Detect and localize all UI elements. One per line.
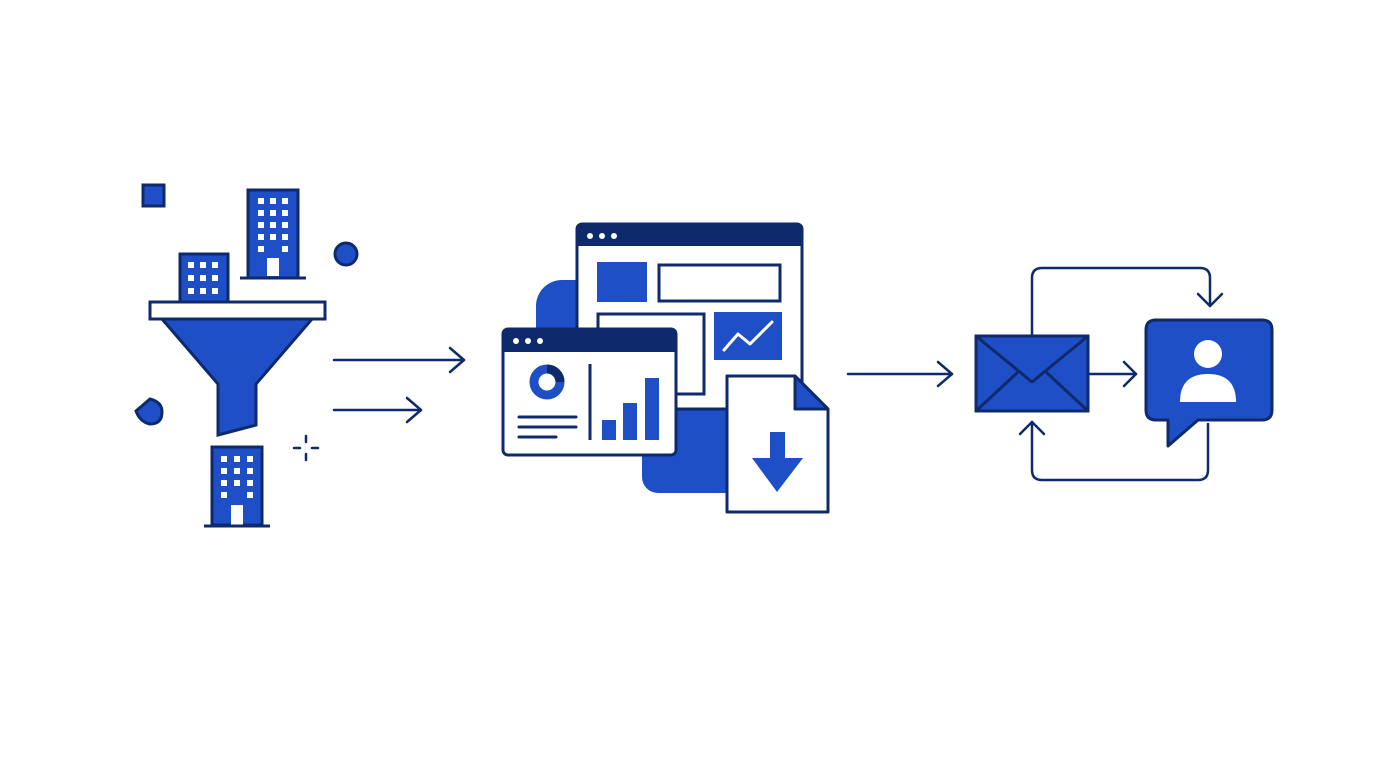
arrow-right-icon (332, 396, 423, 424)
decor-square (141, 183, 166, 208)
arrow-right-icon (846, 360, 954, 388)
stage-filter (134, 183, 359, 528)
small-building-icon (178, 252, 230, 304)
output-building-windows (221, 456, 253, 525)
output-building-icon (204, 445, 270, 528)
tall-building-icon (240, 188, 306, 280)
stage-analyze (501, 222, 830, 514)
funnel-icon (148, 300, 327, 437)
decor-drop (134, 397, 164, 426)
person-head-icon (1194, 340, 1222, 368)
small-building-windows (188, 262, 218, 294)
tall-building-windows (258, 198, 288, 276)
bar-chart-icon (602, 378, 659, 440)
contact-chat-icon (1144, 318, 1274, 448)
sparkle-icon (292, 434, 320, 462)
connector-filter-to-analyze (332, 346, 466, 424)
decor-circle (333, 241, 359, 267)
person-body-icon (1180, 374, 1236, 402)
cycle-arrows-icon (1018, 266, 1224, 482)
arrow-right-icon (332, 346, 466, 374)
donut-chart-icon (529, 364, 565, 400)
report-window-icon (501, 327, 678, 457)
connector-analyze-to-engage (846, 360, 954, 388)
download-document-icon (725, 374, 830, 514)
line-chart-icon (714, 312, 782, 360)
envelope-icon (974, 334, 1090, 413)
text-lines (517, 415, 578, 439)
stage-engage (974, 266, 1274, 482)
